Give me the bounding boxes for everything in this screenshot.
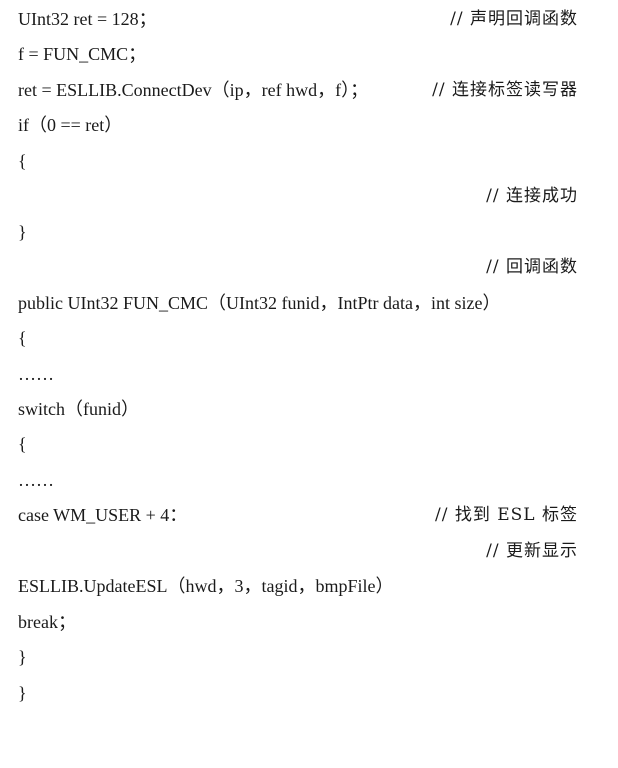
- code-text: }: [18, 647, 27, 667]
- code-comment: // 声明回调函数: [450, 9, 578, 29]
- code-line: if（0 == ret）: [18, 110, 578, 140]
- code-text: f = FUN_CMC；: [18, 44, 147, 64]
- code-line: {: [18, 146, 578, 176]
- code-line: // 更新显示: [18, 536, 578, 566]
- code-comment: // 回调函数: [486, 257, 578, 277]
- code-line: public UInt32 FUN_CMC（UInt32 funid，IntPt…: [18, 288, 578, 318]
- code-text: ……: [18, 364, 54, 384]
- code-line: UInt32 ret = 128； // 声明回调函数: [18, 4, 578, 34]
- code-line: ……: [18, 465, 578, 495]
- code-text: }: [18, 222, 27, 242]
- code-line: }: [18, 217, 578, 247]
- code-comment: // 连接成功: [486, 186, 578, 206]
- code-text: }: [18, 683, 27, 703]
- code-text: UInt32 ret = 128；: [18, 9, 157, 29]
- code-line: f = FUN_CMC；: [18, 39, 578, 69]
- code-text: switch（funid）: [18, 399, 139, 419]
- code-text: ret = ESLLIB.ConnectDev（ip，ref hwd，f）；: [18, 80, 369, 100]
- code-line: ret = ESLLIB.ConnectDev（ip，ref hwd，f）； /…: [18, 75, 578, 105]
- code-line: ……: [18, 359, 578, 389]
- code-text: {: [18, 151, 27, 171]
- code-line: // 回调函数: [18, 252, 578, 282]
- code-text: break；: [18, 612, 76, 632]
- code-line: {: [18, 323, 578, 353]
- code-text: public UInt32 FUN_CMC（UInt32 funid，IntPt…: [18, 293, 501, 313]
- code-line: ESLLIB.UpdateESL（hwd，3，tagid，bmpFile）: [18, 571, 578, 601]
- code-comment: // 找到 ESL 标签: [434, 505, 578, 525]
- code-line: switch（funid）: [18, 394, 578, 424]
- code-text: case WM_USER + 4：: [18, 505, 188, 525]
- code-text: {: [18, 328, 27, 348]
- code-line: break；: [18, 607, 578, 637]
- code-listing: UInt32 ret = 128； // 声明回调函数 f = FUN_CMC；…: [18, 4, 578, 708]
- code-comment: // 更新显示: [486, 541, 578, 561]
- code-line: }: [18, 678, 578, 708]
- code-text: ESLLIB.UpdateESL（hwd，3，tagid，bmpFile）: [18, 576, 394, 596]
- code-text: ……: [18, 470, 54, 490]
- code-line: case WM_USER + 4： // 找到 ESL 标签: [18, 500, 578, 530]
- code-comment: // 连接标签读写器: [432, 80, 578, 100]
- code-line: }: [18, 642, 578, 672]
- code-text: {: [18, 434, 27, 454]
- code-text: if（0 == ret）: [18, 115, 123, 135]
- code-line: {: [18, 429, 578, 459]
- code-line: // 连接成功: [18, 181, 578, 211]
